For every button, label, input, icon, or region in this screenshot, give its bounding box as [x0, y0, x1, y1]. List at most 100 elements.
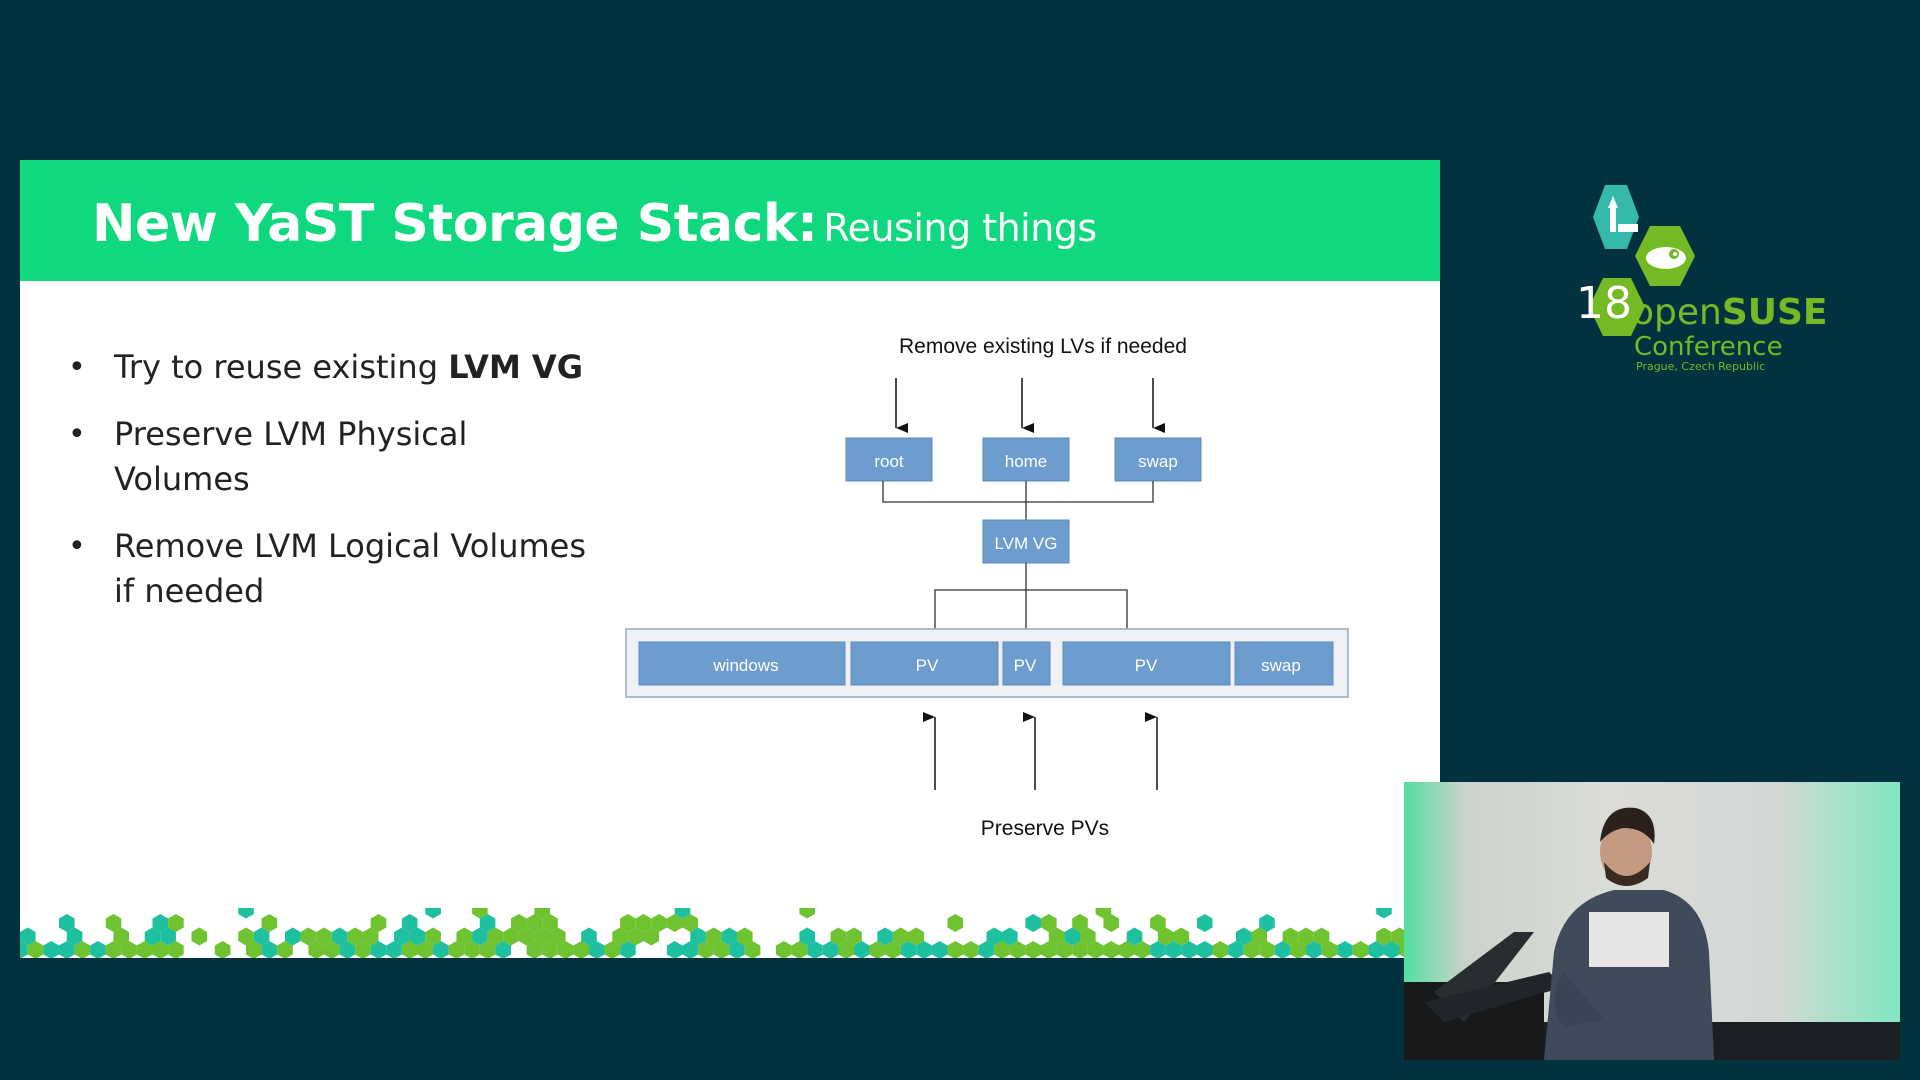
lv-root-label: root	[874, 452, 904, 471]
lv-home-label: home	[1005, 452, 1048, 471]
footer-hexagon	[105, 941, 122, 958]
lv-swap-label: swap	[1138, 452, 1178, 471]
logo-conference: Conference	[1634, 332, 1783, 362]
footer-hexagon	[581, 927, 597, 946]
partition-pv3-box	[1062, 641, 1231, 686]
lvm-vg-box	[982, 519, 1070, 564]
footer-hexagon	[838, 941, 854, 958]
footer-hexagon	[425, 908, 441, 919]
footer-hexagon	[66, 927, 83, 946]
footer-hexagon	[807, 941, 823, 958]
footer-hexagon	[370, 914, 387, 932]
footer-hexagon	[425, 927, 441, 946]
footer-hexagon	[698, 941, 714, 958]
partition-windows-box	[638, 641, 846, 686]
partition-pv2-label: PV	[1014, 656, 1037, 675]
footer-hexagon	[542, 941, 558, 958]
bullet-text: Preserve LVM Physical Volumes	[114, 415, 468, 498]
footer-hexagon	[152, 941, 169, 958]
bullet-list: Try to reuse existing LVM VG Preserve LV…	[46, 345, 606, 636]
footer-hexagon	[27, 941, 44, 958]
footer-hexagon	[386, 941, 402, 958]
footer-hexagon	[900, 941, 917, 958]
partition-pv3-label: PV	[1135, 656, 1158, 675]
footer-hexagon	[573, 941, 589, 958]
footer-hexagon	[1251, 927, 1267, 946]
footer-hexagon	[643, 927, 660, 946]
footer-hexagon	[261, 941, 278, 958]
lvm-vg-label: LVM VG	[995, 534, 1058, 553]
footer-hexagon	[744, 941, 761, 958]
footer-hexagon	[620, 914, 636, 932]
footer-hexagon	[487, 927, 504, 946]
footer-hexagon	[635, 914, 652, 932]
footer-hexagon-decoration	[20, 908, 1423, 958]
footer-hexagon	[1150, 941, 1166, 958]
footer-hexagon	[448, 941, 465, 958]
bullet-item: Remove LVM Logical Volumes if needed	[46, 524, 606, 614]
slide-subtitle: Reusing things	[823, 206, 1097, 250]
footer-hexagon	[916, 941, 932, 958]
footer-hexagon	[776, 941, 792, 958]
footer-hexagon	[456, 927, 473, 946]
footer-hexagon	[1165, 941, 1182, 958]
partition-swap-box	[1234, 641, 1334, 686]
footer-hexagon	[401, 941, 418, 958]
footer-hexagon	[113, 927, 130, 946]
footer-hexagon	[791, 941, 808, 958]
footer-hexagon	[347, 927, 363, 946]
footer-hexagon	[362, 927, 379, 946]
footer-hexagon	[1157, 927, 1174, 946]
footer-hexagon	[1298, 927, 1314, 946]
lv-home-box	[982, 437, 1070, 482]
footer-hexagon	[1002, 927, 1018, 946]
footer-hexagon	[947, 914, 964, 932]
footer-hexagon	[729, 941, 745, 958]
footer-hexagon	[1072, 941, 1088, 958]
storage-diagram: Remove existing LVs if needed root home …	[625, 335, 1349, 840]
footer-hexagon	[1259, 914, 1275, 932]
footer-hexagon	[160, 927, 176, 946]
footer-hexagon	[713, 941, 730, 958]
footer-hexagon	[1306, 941, 1322, 958]
logo-brand-bold: SUSE	[1721, 292, 1828, 333]
footer-hexagon	[1103, 914, 1119, 932]
logo-brand: openSUSE	[1632, 292, 1828, 333]
footer-hexagon	[152, 914, 169, 932]
footer-hexagon	[690, 927, 706, 946]
footer-hexagon	[339, 941, 356, 958]
lv-root-box	[845, 437, 933, 482]
footer-hexagon	[885, 941, 901, 958]
footer-hexagon	[604, 941, 621, 958]
footer-hexagon	[324, 941, 340, 958]
footer-hexagon	[542, 914, 558, 932]
lv-swap-box	[1114, 437, 1202, 482]
footer-hexagon	[1321, 941, 1338, 958]
footer-hexagon	[479, 941, 496, 958]
footer-hexagon	[464, 941, 480, 958]
footer-hexagon	[963, 941, 979, 958]
footer-hexagon	[1313, 927, 1330, 946]
logo-number: 18	[1576, 278, 1632, 329]
footer-hexagon	[316, 927, 332, 946]
footer-hexagon	[620, 941, 636, 958]
footer-hexagon	[651, 914, 667, 932]
footer-hexagon	[1087, 941, 1104, 958]
slide-title-main: New YaST Storage Stack:	[92, 194, 818, 254]
footer-hexagon	[43, 941, 59, 958]
footer-hexagon	[1056, 941, 1073, 958]
footer-hexagon	[1080, 927, 1096, 946]
footer-hexagon	[1337, 941, 1353, 958]
footer-hexagon	[1196, 914, 1213, 932]
footer-hexagon	[1119, 941, 1135, 958]
footer-hexagon	[144, 927, 161, 946]
footer-hexagon	[1126, 927, 1143, 946]
slide-title: New YaST Storage Stack:Reusing things	[92, 194, 1097, 254]
footer-hexagon	[300, 927, 317, 946]
footer-hexagon	[550, 927, 566, 946]
footer-hexagon	[1383, 941, 1400, 958]
footer-hexagon	[59, 941, 75, 958]
footer-hexagon	[666, 914, 683, 932]
footer-hexagon	[526, 941, 543, 958]
footer-hexagon	[238, 908, 254, 919]
